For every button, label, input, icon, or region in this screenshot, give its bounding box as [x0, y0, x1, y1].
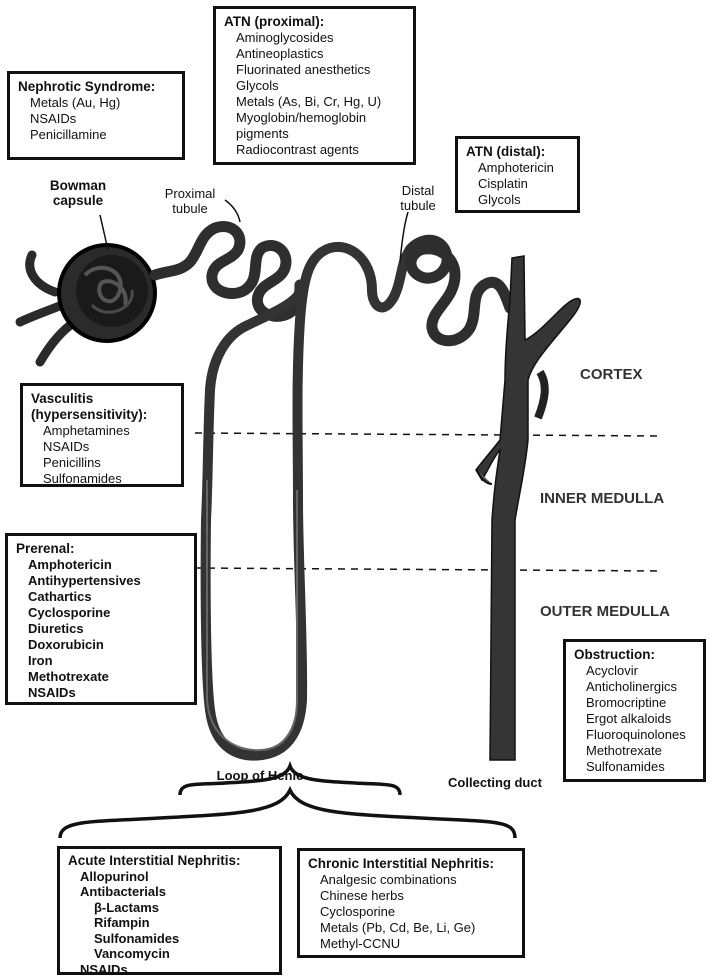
list-item: Diuretics: [28, 621, 186, 637]
inner-outer-medulla-divider: [195, 568, 660, 571]
list-item: Iron: [28, 653, 186, 669]
list-item: Myoglobin/hemoglobin: [236, 110, 405, 126]
list-item: Radiocontrast agents: [236, 142, 405, 158]
distal-tubule-label-line1: Distal: [388, 183, 448, 198]
list-item: Antineoplastics: [236, 46, 405, 62]
list-item: Bromocriptine: [586, 695, 695, 711]
nephrotic-syndrome-box: Nephrotic Syndrome: Metals (Au, Hg) NSAI…: [7, 71, 185, 160]
proximal-tubule-label-line2: tubule: [150, 201, 230, 216]
list-item: Penicillamine: [30, 127, 174, 143]
proximal-tubule: [155, 227, 300, 317]
list-subitem: Vancomycin: [80, 946, 271, 962]
list-item: Fluorinated anesthetics: [236, 62, 405, 78]
proximal-tubule-label: Proximal tubule: [150, 186, 230, 216]
inner-medulla-label: INNER MEDULLA: [540, 490, 664, 507]
list-subitem: Rifampin: [80, 915, 271, 931]
list-item: Amphotericin: [28, 557, 186, 573]
atn-proximal-title: ATN (proximal):: [224, 14, 405, 30]
list-item: Cathartics: [28, 589, 186, 605]
distal-tubule: [410, 240, 510, 341]
list-item: NSAIDs: [80, 962, 271, 978]
list-item: Aminoglycosides: [236, 30, 405, 46]
list-item: NSAIDs: [28, 685, 186, 701]
list-item: Methyl-CCNU: [320, 936, 514, 952]
nephrotic-syndrome-title: Nephrotic Syndrome:: [18, 79, 174, 95]
list-item: Chinese herbs: [320, 888, 514, 904]
vasculitis-box: Vasculitis (hypersensitivity): Amphetami…: [20, 383, 184, 487]
acute-interstitial-nephritis-box: Acute Interstitial Nephritis: Allopurino…: [57, 846, 282, 975]
loop-of-henle: [206, 247, 410, 756]
list-item: Antihypertensives: [28, 573, 186, 589]
list-item: Acyclovir: [586, 663, 695, 679]
list-item: Cisplatin: [478, 176, 569, 192]
list-item: Sulfonamides: [43, 471, 173, 487]
list-item: Methotrexate: [586, 743, 695, 759]
list-item: Ergot alkaloids: [586, 711, 695, 727]
list-item: Doxorubicin: [28, 637, 186, 653]
acute-interstitial-nephritis-title: Acute Interstitial Nephritis:: [68, 853, 271, 869]
atn-distal-box: ATN (distal): Amphotericin Cisplatin Gly…: [455, 136, 580, 213]
obstruction-title: Obstruction:: [574, 647, 695, 663]
prerenal-title: Prerenal:: [16, 541, 186, 557]
list-item: Cyclosporine: [320, 904, 514, 920]
list-subitem: Sulfonamides: [80, 931, 271, 947]
bowman-capsule-label: Bowman capsule: [38, 178, 118, 208]
list-item: Amphotericin: [478, 160, 569, 176]
list-item: Metals (Pb, Cd, Be, Li, Ge): [320, 920, 514, 936]
list-item: Metals (As, Bi, Cr, Hg, U): [236, 94, 405, 110]
bowman-capsule-label-line2: capsule: [38, 193, 118, 208]
list-item: Metals (Au, Hg): [30, 95, 174, 111]
list-item: Antibacterials: [80, 884, 271, 900]
distal-tubule-label-line2: tubule: [388, 198, 448, 213]
atn-distal-title: ATN (distal):: [466, 144, 569, 160]
cortex-medulla-divider: [195, 433, 660, 436]
loop-of-henle-label: Loop of Henle: [205, 768, 315, 783]
collecting-duct-label: Collecting duct: [435, 775, 555, 790]
list-item: NSAIDs: [43, 439, 173, 455]
list-subitem: β-Lactams: [80, 900, 271, 916]
prerenal-box: Prerenal: Amphotericin Antihypertensives…: [5, 533, 197, 705]
chronic-interstitial-nephritis-box: Chronic Interstitial Nephritis: Analgesi…: [297, 848, 525, 958]
list-item: Amphetamines: [43, 423, 173, 439]
chronic-interstitial-nephritis-title: Chronic Interstitial Nephritis:: [308, 856, 514, 872]
distal-tubule-label: Distal tubule: [388, 183, 448, 213]
list-item: pigments: [236, 126, 405, 142]
vasculitis-title: Vasculitis: [31, 391, 173, 407]
bowman-capsule-label-line1: Bowman: [38, 178, 118, 193]
atn-proximal-box: ATN (proximal): Aminoglycosides Antineop…: [213, 6, 416, 165]
list-item: Fluoroquinolones: [586, 727, 695, 743]
list-item: Glycols: [236, 78, 405, 94]
list-item: Sulfonamides: [586, 759, 695, 775]
cortex-label: CORTEX: [580, 366, 643, 383]
list-item: Glycols: [478, 192, 569, 208]
interstitial-brace: [60, 790, 515, 838]
obstruction-box: Obstruction: Acyclovir Anticholinergics …: [563, 639, 706, 782]
vasculitis-subtitle: (hypersensitivity):: [31, 407, 173, 423]
list-item: Penicillins: [43, 455, 173, 471]
list-item: Analgesic combinations: [320, 872, 514, 888]
proximal-tubule-label-line1: Proximal: [150, 186, 230, 201]
list-item: Anticholinergics: [586, 679, 695, 695]
list-item: NSAIDs: [30, 111, 174, 127]
bowman-capsule: [59, 245, 155, 341]
list-item: Cyclosporine: [28, 605, 186, 621]
list-item: Allopurinol: [80, 869, 271, 885]
outer-medulla-label: OUTER MEDULLA: [540, 603, 670, 620]
list-item: Methotrexate: [28, 669, 186, 685]
